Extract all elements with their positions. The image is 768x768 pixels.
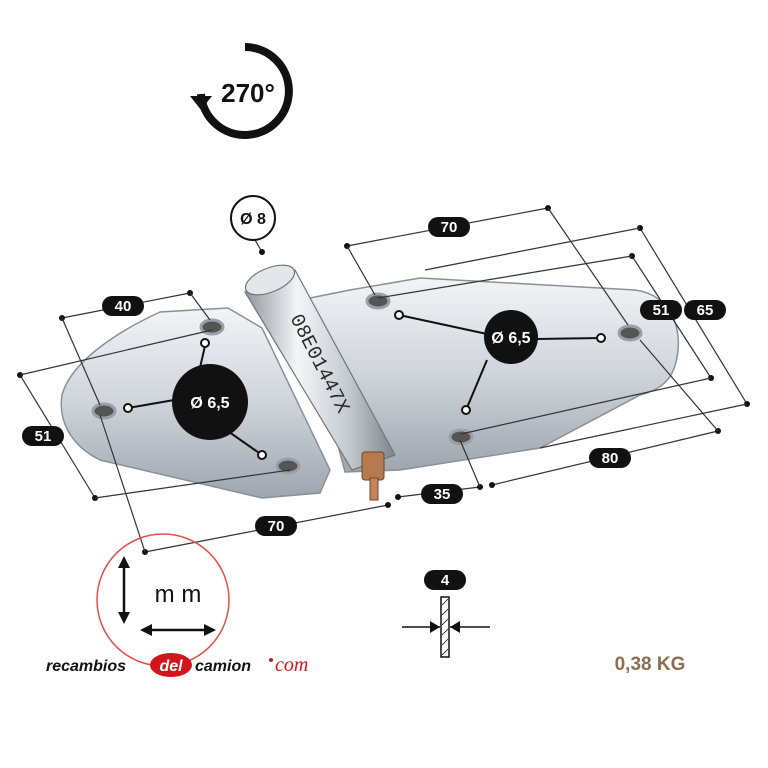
thickness-label: 4 [441, 572, 450, 589]
dim-pill-left: 51 [22, 426, 64, 446]
dim-pill-top-right: 70 [428, 217, 470, 237]
dim-pill-right-outer: 65 [684, 300, 726, 320]
dim-pill-bottom-mid: 35 [421, 484, 463, 504]
units-label: m m [155, 581, 202, 608]
svg-text:recambios: recambios [46, 658, 126, 675]
right-hole-diameter-label: Ø 6,5 [491, 330, 530, 347]
pin-diameter-badge [230, 195, 276, 241]
rotation-label: 270° [221, 78, 275, 108]
svg-text:65: 65 [697, 302, 714, 319]
svg-text:51: 51 [35, 428, 52, 445]
svg-text:70: 70 [441, 219, 458, 236]
svg-text:51: 51 [653, 302, 670, 319]
right-hole-callout-leaders [394, 310, 606, 415]
left-hole-diameter-label: Ø 6,5 [190, 395, 229, 412]
dim-pill-bottom-right: 80 [589, 448, 631, 468]
dim-pill-bottom-left: 70 [255, 516, 297, 536]
units-arrows-icon [118, 556, 216, 636]
pin-diameter-label: Ø 8 [240, 211, 266, 228]
dim-pill-right-inner: 51 [640, 300, 682, 320]
left-hole-diameter-badge [172, 364, 248, 440]
svg-text:camion: camion [195, 658, 251, 675]
rotation-arrow-icon [190, 43, 293, 139]
dim-pill-top-left: 40 [102, 296, 144, 316]
svg-text:del: del [159, 658, 183, 675]
svg-text:80: 80 [602, 450, 619, 467]
mounting-holes [91, 292, 643, 475]
brand-logo: recambios del camion com [46, 653, 308, 677]
svg-text:70: 70 [268, 518, 285, 535]
weight-label: 0,38 KG [615, 654, 686, 675]
hinge-pin-barrel [244, 264, 396, 501]
svg-text:35: 35 [434, 486, 451, 503]
svg-text:40: 40 [115, 298, 132, 315]
right-hinge-leaf [299, 277, 680, 473]
svg-text:com: com [275, 654, 308, 676]
right-hole-diameter-badge [484, 310, 538, 364]
thickness-diagram: 4 [402, 570, 490, 658]
